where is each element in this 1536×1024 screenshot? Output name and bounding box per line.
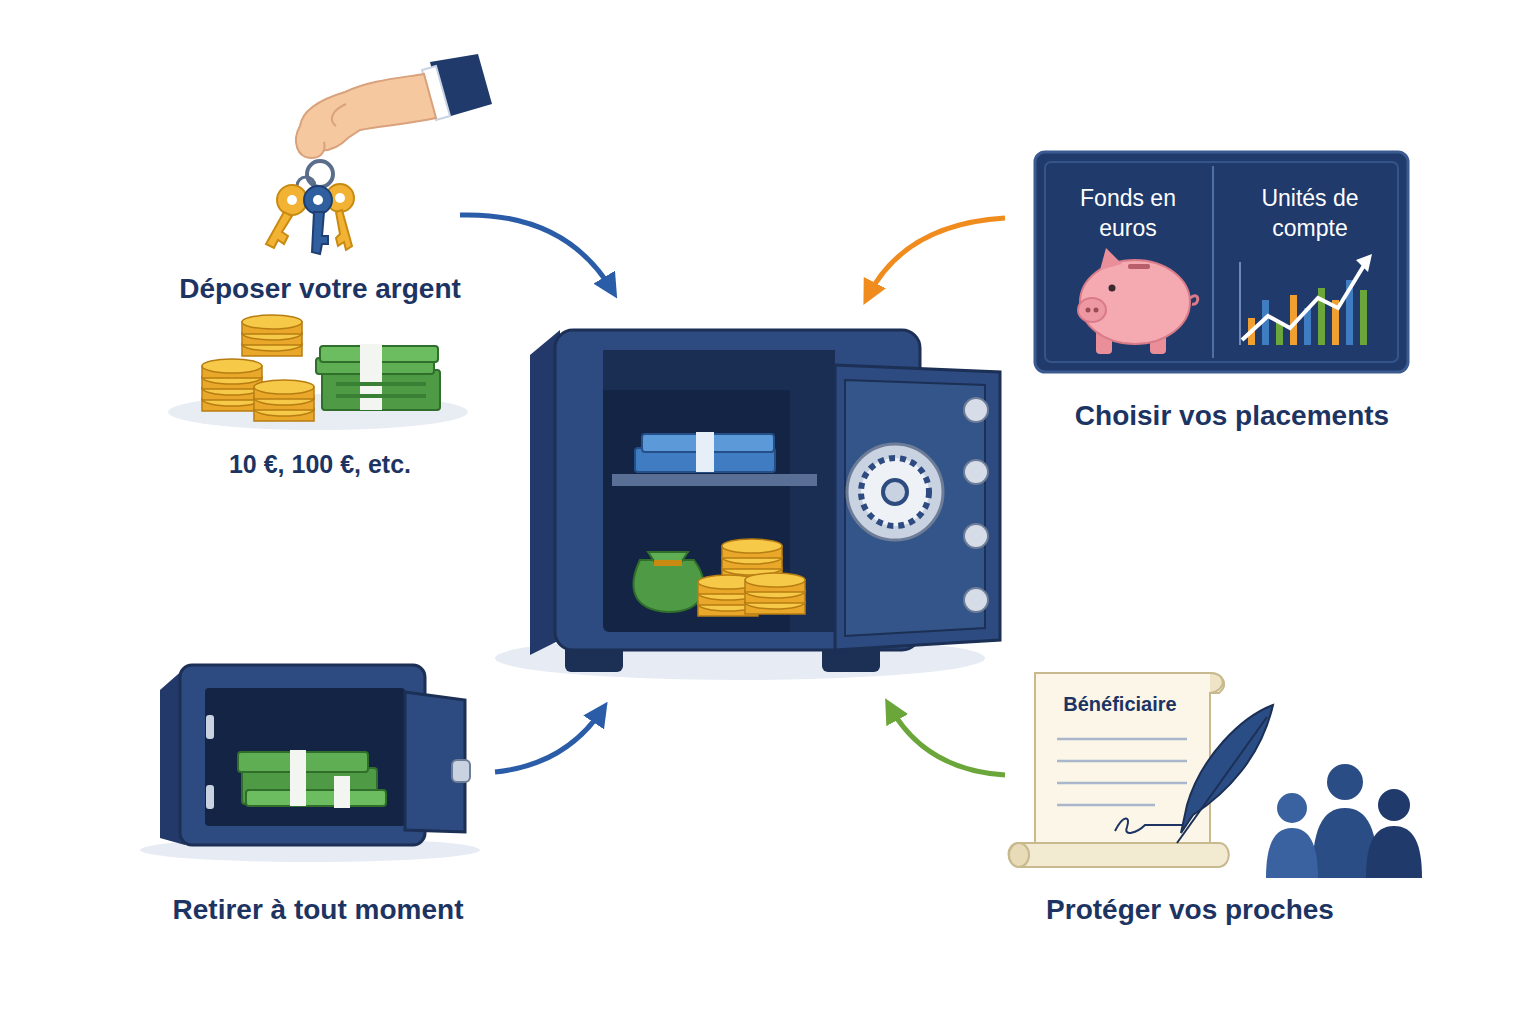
flow-arrow bbox=[890, 707, 1005, 775]
amount-note: 10 €, 100 €, etc. bbox=[229, 450, 411, 479]
node-label: Bénéficiaire bbox=[1025, 691, 1215, 717]
beneficiary-document: Bénéficiaire bbox=[1005, 665, 1235, 875]
hand-with-keys bbox=[266, 54, 492, 254]
central-safe bbox=[495, 330, 1000, 680]
coins-and-bills bbox=[168, 315, 468, 430]
piggy-bank bbox=[1078, 248, 1198, 354]
family-figures bbox=[1266, 764, 1422, 878]
step-caption: Déposer votre argent bbox=[179, 273, 461, 305]
flow-arrow bbox=[460, 215, 612, 290]
growth-chart bbox=[1240, 254, 1372, 345]
flow-arrow bbox=[868, 218, 1005, 296]
node-label: Fonds en euros bbox=[1063, 184, 1193, 244]
flow-arrow bbox=[495, 710, 602, 772]
open-safe bbox=[140, 665, 480, 862]
step-caption: Retirer à tout moment bbox=[173, 894, 464, 926]
investment-panel bbox=[1035, 152, 1408, 372]
fund-option: Fonds en euros bbox=[1046, 166, 1210, 358]
step-caption: Choisir vos placements bbox=[1075, 400, 1389, 432]
step-caption: Protéger vos proches bbox=[1046, 894, 1334, 926]
node-label: Unités de compte bbox=[1235, 184, 1385, 244]
fund-option: Unités de compte bbox=[1216, 166, 1404, 358]
